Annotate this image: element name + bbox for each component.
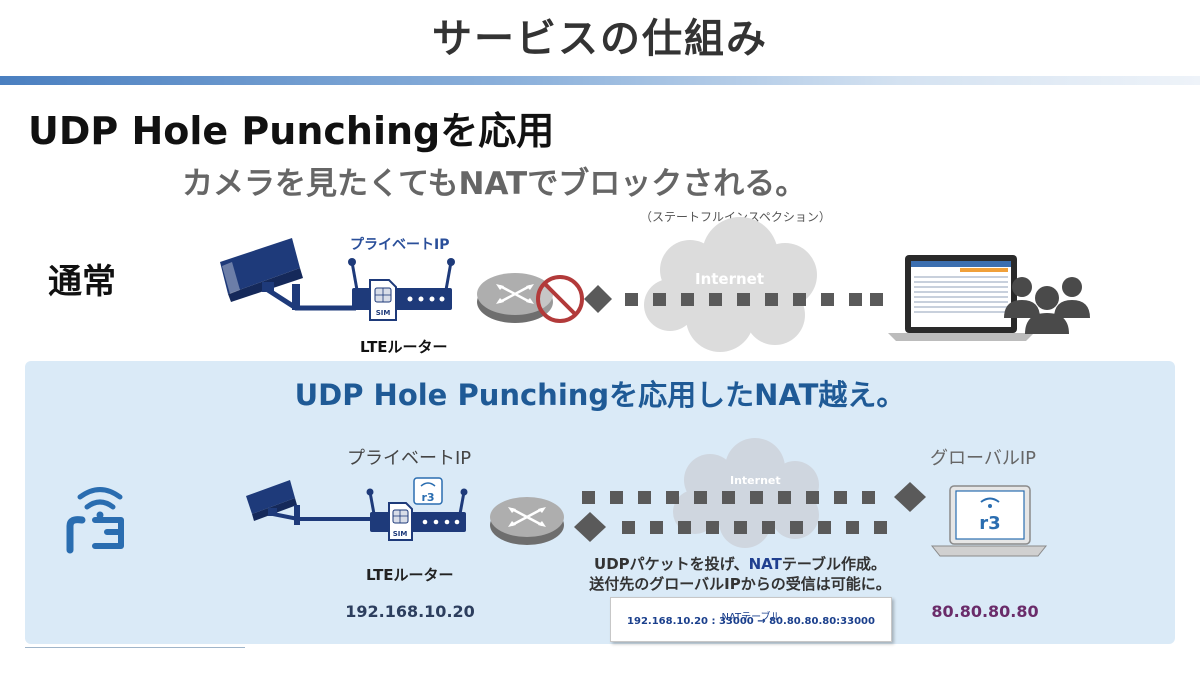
caption1-post: テーブル作成。 [781, 555, 886, 573]
r3-logo [66, 487, 124, 554]
subheading: カメラを見たくてもNATでブロックされる。 [182, 166, 807, 202]
sim-card-icon [388, 502, 413, 541]
nat-table-title: NATテーブル [721, 612, 781, 623]
udp-caption-line2: 送付先のグローバルIPからの受信は可能に。 [589, 575, 891, 593]
nat-router-icon [477, 273, 553, 323]
normal-label: 通常 [48, 262, 116, 302]
camera-icon [220, 238, 356, 311]
sim-label: SIM [376, 309, 391, 317]
caption1-nat: NAT [748, 555, 782, 573]
block-icon [536, 275, 584, 323]
global-ip-label: グローバルIP [930, 448, 1036, 469]
udp-return-path [574, 512, 887, 542]
internet-label: Internet [730, 474, 781, 487]
internet-cloud-icon [644, 217, 817, 352]
nat-table-entry: 192.168.10.20 : 33000 → 80.80.80.80:3300… [627, 616, 875, 627]
laptop-icon: r3 [930, 485, 1048, 557]
title-divider [0, 76, 1200, 85]
lte-router-label: LTEルーター [366, 566, 454, 584]
blocked-connection-path [584, 285, 883, 313]
nat-table-box: NATテーブル 192.168.10.20 : 33000 → 80.80.80… [610, 597, 892, 642]
r3-agent-badge-icon: r3 [413, 477, 443, 505]
heading: UDP Hole Punchingを応用 [28, 109, 555, 153]
panel-underline [25, 647, 245, 648]
nat-router-icon [490, 497, 564, 545]
udp-caption-line1: UDPパケットを投げ、NATテーブル作成。 [560, 553, 920, 574]
private-address: 192.168.10.20 [345, 602, 475, 621]
caption1-pre: UDPパケットを投げ、 [594, 555, 749, 573]
lte-router-label-normal: LTEルーター [360, 338, 448, 356]
stateful-inspection-note: （ステートフルインスペクション） [640, 210, 831, 224]
udp-outbound-path [582, 482, 926, 512]
sim-card-icon [369, 279, 397, 321]
private-ip-label: プライベートIP [347, 448, 472, 469]
users-icon [1004, 277, 1090, 334]
global-address: 80.80.80.80 [931, 602, 1039, 621]
internet-label-normal: Internet [695, 270, 765, 288]
private-ip-label-normal: プライベートIP [350, 237, 450, 253]
r3-badge-text: r3 [421, 491, 434, 504]
hole-punching-title: UDP Hole Punchingを応用したNAT越え。 [294, 378, 906, 412]
camera-icon [246, 480, 375, 525]
laptop-icon [888, 255, 1034, 341]
sim-label: SIM [393, 530, 408, 538]
laptop-r3-text: r3 [979, 513, 1000, 534]
slide-title: サービスの仕組み [432, 16, 768, 62]
